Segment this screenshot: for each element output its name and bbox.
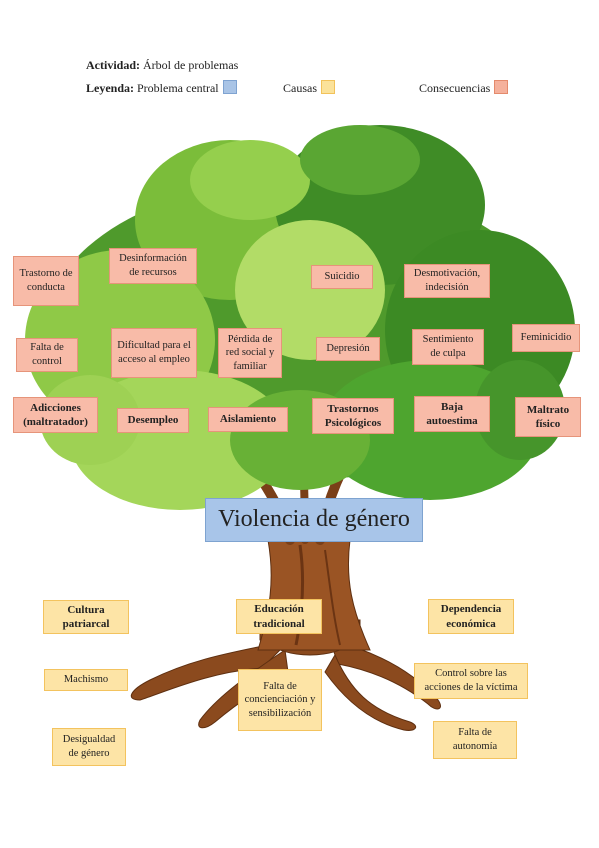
consequence-trastornos-psicologicos: Trastornos Psicológicos: [312, 398, 394, 434]
legend-causes-label: Causas: [283, 81, 317, 95]
consequence-depresion: Depresión: [316, 337, 380, 361]
cause-desigualdad-genero: Desigualdad de género: [52, 728, 126, 766]
consequence-baja-autoestima: Baja autoestima: [414, 396, 490, 432]
consequence-aislamiento: Aislamiento: [208, 407, 288, 432]
consequence-sentimiento-culpa: Sentimiento de culpa: [412, 329, 484, 365]
consequence-dificultad-empleo: Dificultad para el acceso al empleo: [111, 328, 197, 378]
legend-causes-swatch: [321, 80, 335, 94]
cause-educacion-tradicional: Educación tradicional: [236, 599, 322, 634]
legend-label: Leyenda:: [86, 81, 134, 95]
legend-causes: Causas: [283, 80, 335, 96]
legend-line: Leyenda: Problema central: [86, 80, 237, 96]
consequence-feminicidio: Feminicidio: [512, 324, 580, 352]
legend-consequences: Consecuencias: [419, 80, 509, 96]
consequence-falta-control: Falta de control: [16, 338, 78, 372]
cause-machismo: Machismo: [44, 669, 128, 691]
cause-control-acciones: Control sobre las acciones de la víctima: [414, 663, 528, 699]
cause-falta-concienciacion: Falta de concienciación y sensibilizació…: [238, 669, 322, 731]
consequence-maltrato-fisico: Maltrato físico: [515, 397, 581, 437]
tree-canopy: [25, 125, 575, 510]
consequence-desempleo: Desempleo: [117, 408, 189, 433]
legend-central-label: Problema central: [137, 81, 219, 95]
legend-consequences-label: Consecuencias: [419, 81, 491, 95]
consequence-perdida-red: Pérdida de red social y familiar: [218, 328, 282, 378]
consequence-suicidio: Suicidio: [311, 265, 373, 289]
activity-value: Árbol de problemas: [143, 58, 239, 72]
cause-falta-autonomia: Falta de autonomía: [433, 721, 517, 759]
cause-dependencia-economica: Dependencia económica: [428, 599, 514, 634]
legend-consequences-swatch: [494, 80, 509, 94]
central-problem: Violencia de género: [205, 498, 423, 542]
consequence-trastorno-conducta: Trastorno de conducta: [13, 256, 79, 306]
consequence-desmotivacion: Desmotivación, indecisión: [404, 264, 490, 298]
consequence-adicciones: Adicciones (maltratador): [13, 397, 98, 433]
activity-label: Actividad:: [86, 58, 140, 72]
legend-central-swatch: [222, 80, 237, 94]
cause-cultura-patriarcal: Cultura patriarcal: [43, 600, 129, 634]
consequence-desinformacion: Desinformación de recursos: [109, 248, 197, 284]
activity-line: Actividad: Árbol de problemas: [86, 58, 238, 73]
